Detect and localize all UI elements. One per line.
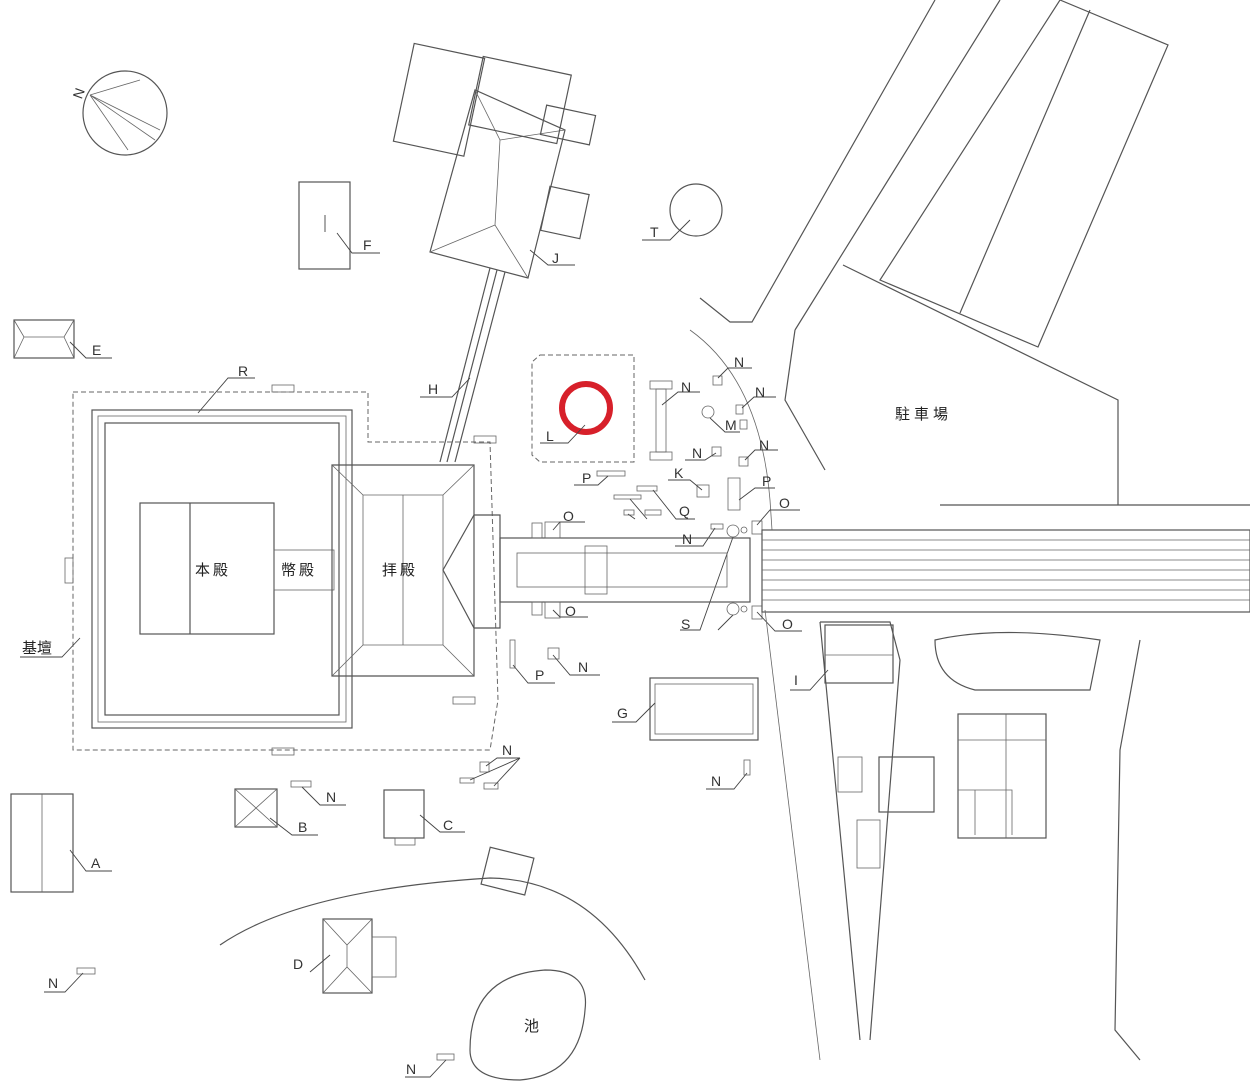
- label-haiden: 拝殿: [382, 561, 418, 579]
- highlight-circle: [559, 381, 613, 435]
- building-e: [13, 319, 75, 359]
- approach-path: [499, 521, 1250, 619]
- label-n: N: [406, 1061, 416, 1077]
- label-m: M: [725, 417, 737, 433]
- building-i: [824, 624, 894, 684]
- label-g: G: [617, 705, 628, 721]
- label-o: O: [563, 508, 574, 524]
- label-heiden: 幣殿: [281, 561, 317, 579]
- label-n: N: [502, 742, 512, 758]
- label-o: O: [779, 495, 790, 511]
- label-l: L: [546, 428, 554, 444]
- label-p: P: [582, 470, 591, 486]
- label-e: E: [92, 342, 101, 358]
- label-j: J: [552, 250, 559, 266]
- map-labels: N F E R H J T L N N N M N N K P P O Q O …: [22, 86, 952, 1077]
- label-r: R: [238, 363, 248, 379]
- label-honden: 本殿: [195, 561, 231, 579]
- main-shrine-complex: [20, 377, 501, 756]
- label-n: N: [759, 437, 769, 453]
- label-n: N: [682, 531, 692, 547]
- label-q: Q: [679, 503, 690, 519]
- label-n: N: [692, 445, 702, 461]
- north-compass-icon: [82, 70, 168, 156]
- label-n: N: [711, 773, 721, 789]
- building-d: [322, 918, 373, 994]
- label-p: P: [762, 473, 771, 489]
- area-l: [531, 354, 635, 463]
- label-n: N: [578, 659, 588, 675]
- label-pond: 池: [524, 1017, 539, 1035]
- label-n: N: [326, 789, 336, 805]
- label-parking: 駐車場: [895, 405, 952, 423]
- label-t: T: [650, 224, 659, 240]
- building-j: [392, 42, 597, 279]
- building-b: [234, 788, 278, 828]
- small-structures: [574, 367, 802, 632]
- building-f: [298, 181, 351, 270]
- label-n: N: [734, 354, 744, 370]
- compass-north-label: N: [69, 86, 87, 101]
- label-o: O: [565, 603, 576, 619]
- label-h: H: [428, 381, 438, 397]
- label-n: N: [48, 975, 58, 991]
- pond: [469, 969, 587, 1081]
- label-c: C: [443, 817, 453, 833]
- label-k: K: [674, 465, 684, 481]
- structure-t: [669, 183, 723, 237]
- building-g: [649, 677, 759, 741]
- label-a: A: [91, 855, 101, 871]
- label-d: D: [293, 956, 303, 972]
- label-o: O: [782, 616, 793, 632]
- building-c: [383, 789, 425, 839]
- label-p: P: [535, 667, 544, 683]
- label-s: S: [681, 616, 690, 632]
- label-n: N: [681, 379, 691, 395]
- corridor-h: [439, 267, 506, 463]
- label-n: N: [755, 384, 765, 400]
- label-f: F: [363, 237, 372, 253]
- label-i: I: [794, 672, 798, 688]
- label-kidan: 基壇: [22, 639, 52, 657]
- label-b: B: [298, 819, 307, 835]
